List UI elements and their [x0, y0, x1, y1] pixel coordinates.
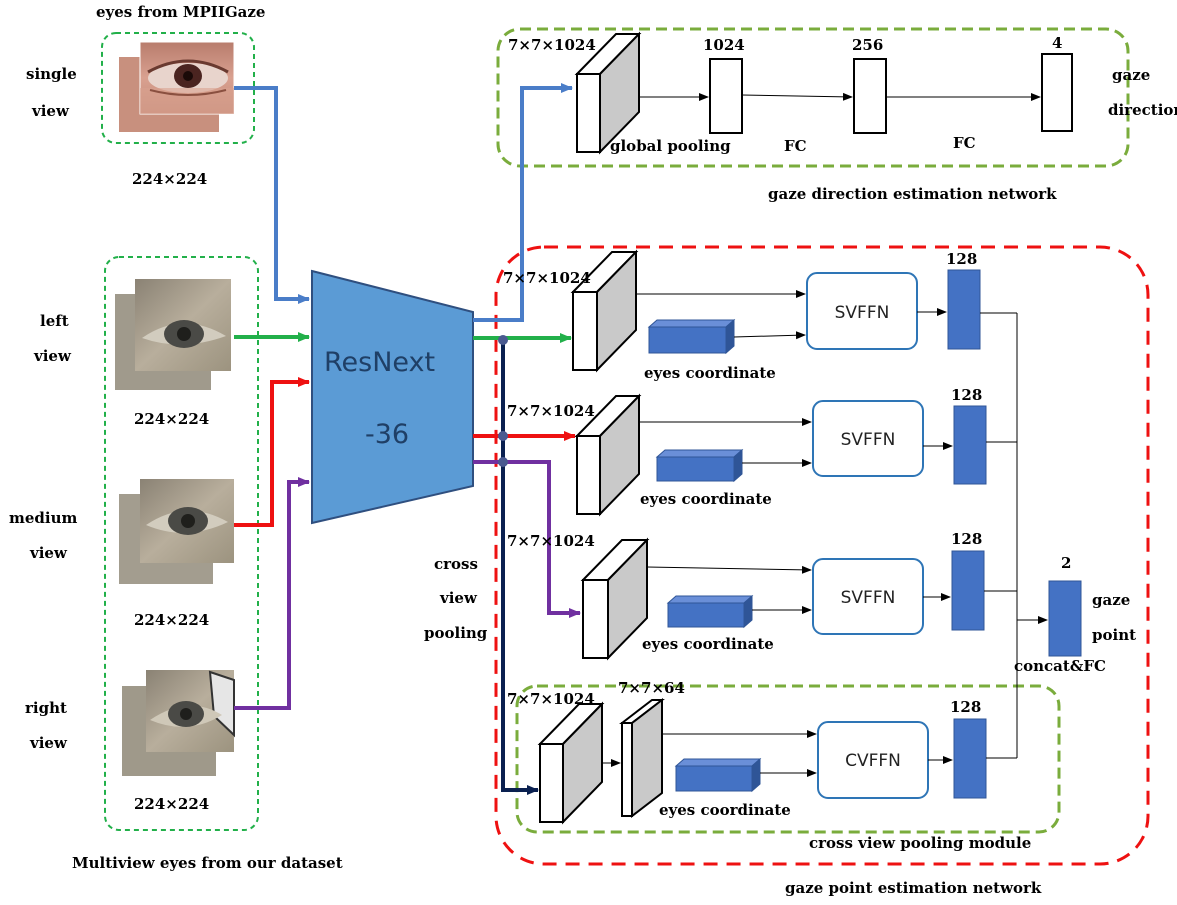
medium-128-vector	[953, 405, 987, 485]
mpii-title: eyes from MPIIGaze	[96, 3, 265, 21]
dataset-input-box	[104, 256, 259, 831]
right-128-dim: 128	[951, 530, 982, 548]
fc2-vector	[853, 58, 887, 134]
gaze-direction-network-box	[496, 27, 1130, 168]
cross-view-label-line2: view	[439, 589, 478, 607]
left-view-label-line2: view	[33, 347, 72, 365]
right-128-vector	[951, 550, 985, 631]
pooled-eye-coordinate-block	[674, 757, 762, 793]
right-view-label-line1: right	[25, 699, 67, 717]
resnext-label: ResNext	[324, 347, 435, 378]
resnext-depth-label: -36	[365, 419, 409, 450]
medium-size-label: 224×224	[134, 611, 209, 629]
reduced-feature-dim: 7×7×64	[618, 679, 685, 697]
resnext-backbone	[311, 269, 474, 525]
concat-fc-label: concat&FC	[1014, 657, 1106, 675]
pooling-junction-medium	[498, 431, 508, 441]
reduced-feature-cube	[619, 697, 665, 819]
output-dim: 4	[1052, 34, 1062, 52]
left-view-label-line1: left	[40, 312, 69, 330]
left-eye-image	[115, 279, 231, 390]
right-eyes-coordinate-label: eyes coordinate	[642, 635, 774, 653]
single-size-label: 224×224	[132, 170, 207, 188]
fc2-label: FC	[953, 134, 976, 152]
fc1-arrow	[741, 92, 853, 101]
right-view-label-line2: view	[29, 734, 68, 752]
cvffn-label: CVFFN	[845, 751, 901, 771]
svffn-left-label: SVFFN	[835, 303, 890, 323]
dataset-caption: Multiview eyes from our dataset	[72, 854, 343, 872]
left-feature-dim: 7×7×1024	[503, 269, 591, 287]
pooled-128-dim: 128	[950, 698, 981, 716]
fc2-dim: 256	[852, 36, 883, 54]
single-view-label-line2: view	[31, 102, 70, 120]
medium-view-label-line2: view	[29, 544, 68, 562]
output-vector	[1041, 53, 1073, 132]
single-view-arrow	[234, 86, 310, 304]
left-128-dim: 128	[946, 250, 977, 268]
pooling-junction-right	[498, 457, 508, 467]
svffn-left	[806, 272, 918, 350]
medium-view-arrow	[234, 377, 310, 527]
svffn-right-label: SVFFN	[841, 588, 896, 608]
direction-branch-arrow	[473, 83, 573, 322]
pooling-junction-left	[498, 335, 508, 345]
single-view-label-line1: single	[26, 65, 77, 83]
left-eye-coordinate-block	[647, 318, 736, 355]
mpii-input-box	[101, 32, 255, 144]
right-feature-cube	[580, 537, 650, 661]
direction-feature-cube	[574, 31, 642, 155]
fc1-label: FC	[784, 137, 807, 155]
right-feature-to-svffn-arrow	[646, 565, 812, 574]
gaze-point-output-dim: 2	[1061, 554, 1071, 572]
left-128-vector	[947, 269, 981, 350]
right-size-label: 224×224	[134, 795, 209, 813]
right-eye-coordinate-block	[666, 594, 754, 629]
gaze-direction-caption: gaze direction estimation network	[768, 185, 1057, 203]
gaze-direction-output-line2: direction	[1108, 101, 1177, 119]
gaze-point-output-line2: point	[1092, 626, 1136, 644]
left-size-label: 224×224	[134, 410, 209, 428]
medium-eyes-coordinate-label: eyes coordinate	[640, 490, 772, 508]
medium-eye-coordinate-block	[655, 448, 744, 483]
gaze-point-output-line1: gaze	[1092, 591, 1130, 609]
medium-view-label-line1: medium	[9, 509, 78, 527]
cross-view-label-line1: cross	[434, 555, 478, 573]
medium-128-dim: 128	[951, 386, 982, 404]
right-feature-dim: 7×7×1024	[507, 532, 595, 550]
left-coord-to-svffn-arrow	[733, 331, 806, 340]
gaze-point-output-vector	[1048, 580, 1082, 657]
cross-view-pooling-module-box	[515, 684, 1061, 834]
gaze-direction-output-line1: gaze	[1112, 66, 1150, 84]
pooled-feature-cube	[537, 701, 605, 825]
left-feature-cube	[570, 249, 639, 373]
right-eye-image	[122, 670, 235, 776]
svffn-medium-label: SVFFN	[841, 430, 896, 450]
global-pooling-label: global pooling	[610, 137, 731, 155]
gaze-point-caption: gaze point estimation network	[785, 879, 1042, 897]
svffn-medium	[812, 400, 924, 477]
right-feature-arrow	[473, 460, 581, 618]
fc1-vector	[709, 58, 743, 134]
mpii-eye-image	[119, 41, 235, 132]
medium-feature-dim: 7×7×1024	[507, 402, 595, 420]
pooled-128-vector	[953, 718, 987, 799]
medium-eye-image	[119, 479, 234, 584]
cross-view-label-line3: pooling	[424, 624, 488, 642]
medium-feature-cube	[574, 393, 642, 517]
pooled-feature-dim: 7×7×1024	[507, 690, 595, 708]
pooling-module-caption: cross view pooling module	[809, 834, 1031, 852]
direction-feature-dim: 7×7×1024	[508, 36, 596, 54]
right-view-arrow	[234, 477, 310, 710]
fc1-dim: 1024	[703, 36, 745, 54]
pooled-eyes-coordinate-label: eyes coordinate	[659, 801, 791, 819]
gaze-point-network-box	[494, 245, 1150, 866]
left-eyes-coordinate-label: eyes coordinate	[644, 364, 776, 382]
concat-bus	[980, 312, 1018, 759]
